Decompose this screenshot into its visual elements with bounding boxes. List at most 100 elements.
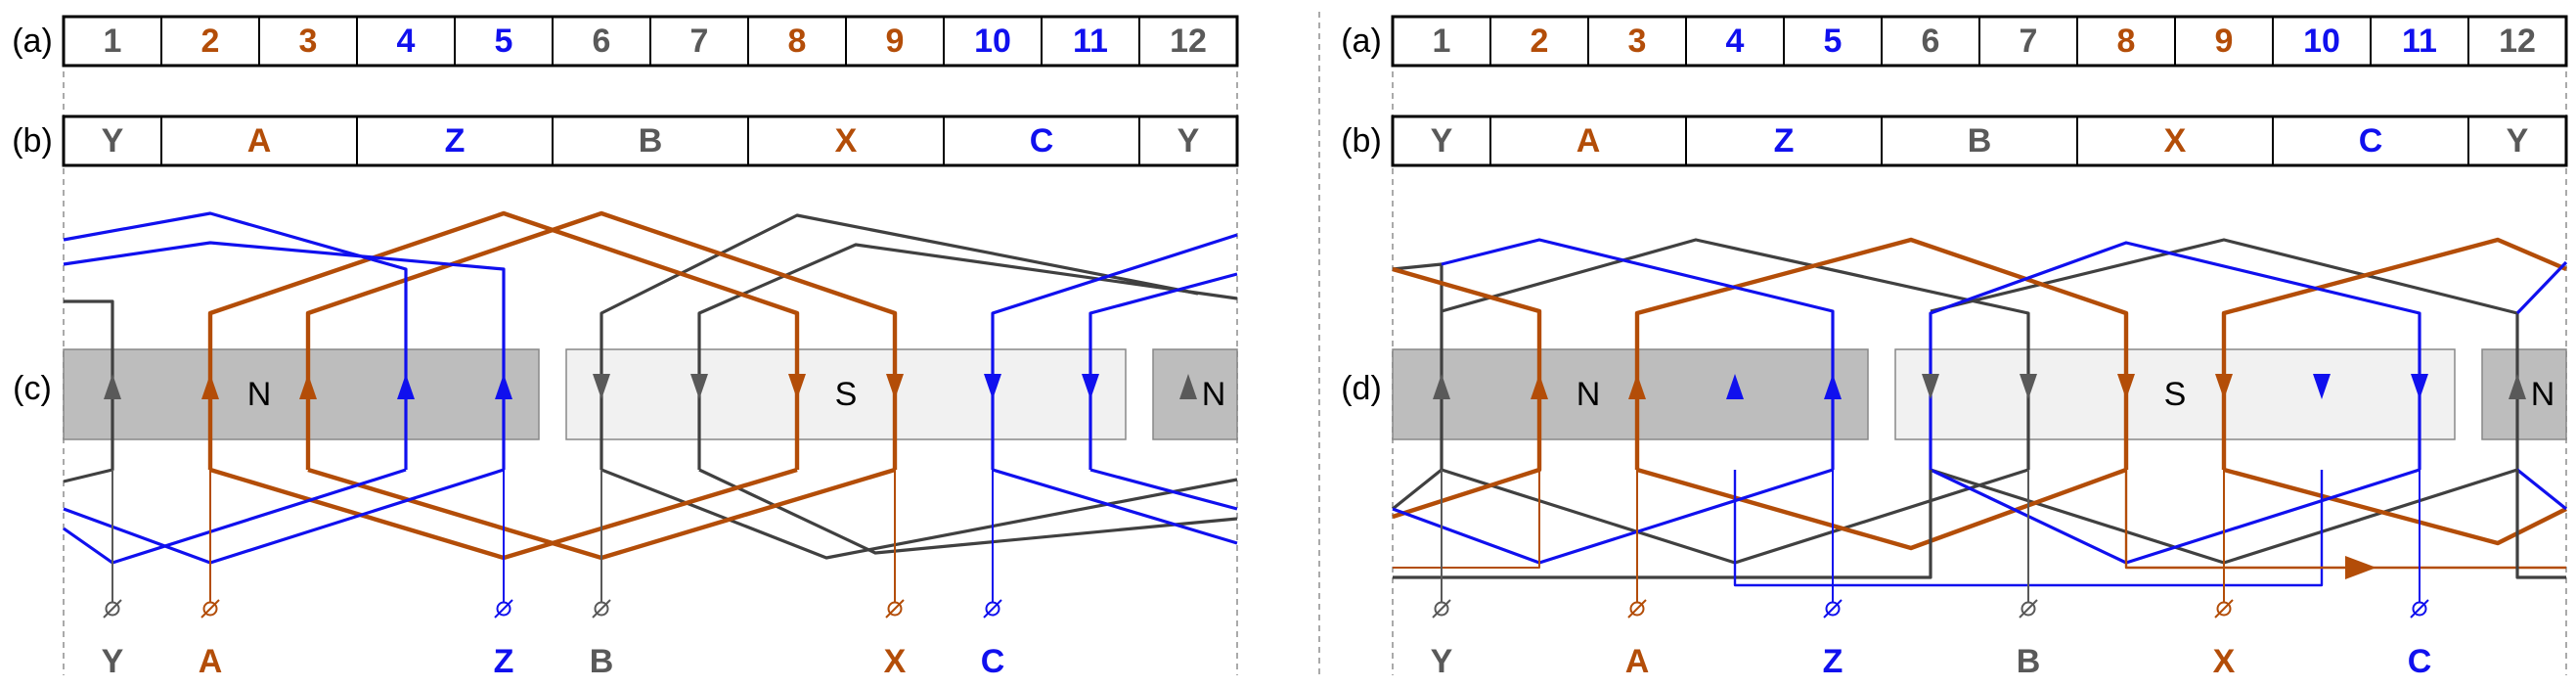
conductor-arrow-12 (2509, 374, 2526, 399)
slot-number-9: 9 (886, 23, 905, 60)
conductor-arrow-8 (788, 374, 806, 399)
terminal-mark-x-slash (2214, 599, 2234, 619)
slot-number-11: 11 (2402, 23, 2437, 60)
coil-blue-5 (2516, 468, 2567, 511)
slot-number-10: 10 (2303, 23, 2340, 60)
terminal-mark-b-slash (592, 599, 611, 619)
terminal-label-c: C (981, 643, 1005, 680)
slot-number-11: 11 (1073, 23, 1108, 60)
conductor-arrow-4 (1726, 374, 1744, 399)
slot-number-5: 5 (1824, 23, 1843, 60)
terminal-label-x: X (884, 643, 907, 680)
phase-band-y: Y (2507, 122, 2529, 160)
row-label-a: (a) (1341, 23, 1382, 60)
terminal-mark-a-slash (1627, 599, 1647, 619)
phase-band-a: A (1577, 122, 1601, 160)
phase-band-b: B (1968, 122, 1992, 160)
terminal-label-z: Z (494, 643, 514, 680)
coil-blue-7 (992, 468, 1238, 545)
slot-number-4: 4 (1726, 23, 1745, 60)
coil-gray-edge (1392, 262, 1443, 511)
phase-band-y: Y (1431, 122, 1453, 160)
conductor-arrow-7 (2020, 374, 2037, 399)
pole-label-n-partial: N (1202, 376, 1226, 413)
phase-band-y: Y (1177, 122, 1200, 160)
phase-band-b: B (639, 122, 663, 160)
slot-number-5: 5 (495, 23, 513, 60)
terminal-label-y: Y (1431, 643, 1453, 680)
coil-blue-8 (1089, 468, 1238, 511)
row-label-b: (b) (12, 122, 53, 160)
coil-blue-6 (1088, 272, 1238, 470)
coil-blue-2 (63, 241, 506, 470)
coil-orange-2 (305, 210, 898, 470)
terminal-mark-x-slash (885, 599, 905, 619)
south-pole (565, 348, 1127, 440)
conductor-arrow-7 (690, 374, 708, 399)
slot-number-12: 12 (1170, 23, 1207, 60)
terminal-mark-c-slash (2410, 599, 2429, 619)
conductor-arrow-4 (397, 374, 415, 399)
slot-number-8: 8 (2117, 23, 2136, 60)
phase-band-x: X (835, 122, 858, 160)
terminal-label-b: B (2017, 643, 2041, 680)
conductor-arrow-1 (1433, 374, 1450, 399)
coil-blue-1 (63, 211, 408, 470)
terminal-label-b: B (590, 643, 614, 680)
south-pole (1894, 348, 2456, 440)
conductor-arrow-9 (886, 374, 904, 399)
row-label-b: (b) (1341, 122, 1382, 160)
terminal-mark-c-slash (983, 599, 1002, 619)
phase-band-a: A (247, 122, 272, 160)
slot-number-7: 7 (2020, 23, 2038, 60)
slot-number-10: 10 (974, 23, 1011, 60)
terminal-label-a: A (199, 643, 223, 680)
coil-gray-3 (600, 468, 1238, 560)
terminal-mark-b-slash (2019, 599, 2038, 619)
conductor-arrow-12 (1179, 374, 1197, 399)
slot-number-1: 1 (104, 23, 122, 60)
conductor-arrow-2 (1531, 374, 1548, 399)
phase-band-z: Z (1774, 122, 1795, 160)
terminal-mark-y-slash (103, 599, 122, 619)
row-label-c: (c) (13, 370, 52, 407)
phase-band-c: C (1030, 122, 1054, 160)
slot-number-7: 7 (690, 23, 709, 60)
pole-label-n-partial: N (2531, 376, 2555, 413)
pole-label-s: S (835, 376, 858, 413)
coil-orange-4 (2223, 467, 2567, 546)
conductor-arrow-3 (299, 374, 317, 399)
terminal-label-y: Y (102, 643, 124, 680)
terminal-label-c: C (2408, 643, 2432, 680)
slot-number-8: 8 (788, 23, 807, 60)
conductor-arrow-6 (593, 374, 610, 399)
coil-gray-4 (698, 468, 1238, 555)
coil-orange-1 (207, 210, 800, 470)
row-label-d: (d) (1341, 370, 1382, 407)
conductor-arrow-9 (2215, 374, 2233, 399)
conductor-arrow-1 (104, 374, 121, 399)
terminal-label-x: X (2213, 643, 2236, 680)
slot-number-3: 3 (299, 23, 318, 60)
conductor-arrow-8 (2117, 374, 2135, 399)
terminal-mark-z-slash (1823, 599, 1843, 619)
phase-band-c: C (2359, 122, 2383, 160)
slot-number-2: 2 (1531, 23, 1549, 60)
coil-blue-3 (1929, 241, 2421, 470)
link-gray-2 (2515, 470, 2566, 579)
slot-number-6: 6 (1922, 23, 1940, 60)
coil-orange-2 (1636, 467, 2127, 551)
conductor-arrow-11 (2411, 374, 2428, 399)
coil-blue-5 (991, 233, 1238, 470)
slot-number-4: 4 (397, 23, 416, 60)
phase-band-z: Z (445, 122, 466, 160)
slot-number-3: 3 (1628, 23, 1647, 60)
conductor-arrow-11 (1082, 374, 1099, 399)
slot-number-9: 9 (2215, 23, 2234, 60)
terminal-mark-y-slash (1432, 599, 1451, 619)
terminal-mark-z-slash (494, 599, 513, 619)
link-gray (1393, 470, 1932, 579)
